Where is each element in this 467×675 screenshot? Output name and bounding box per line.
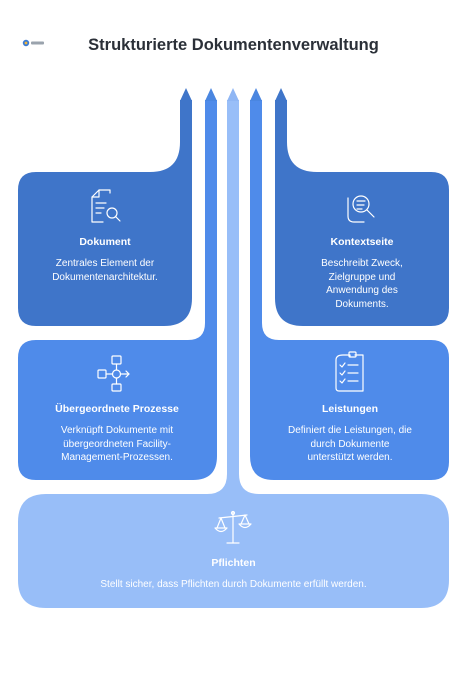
card-prozesse-line: Management-Prozessen. — [61, 452, 173, 463]
card-leistungen-line: Definiert die Leistungen, die — [288, 425, 412, 436]
card-kontextseite-line: Zielgruppe und — [328, 271, 396, 283]
card-prozesse-description: Verknüpft Dokumente mit übergeordneten F… — [22, 424, 212, 465]
card-dokument-line: Dokumentenarchitektur. — [52, 271, 158, 283]
card-leistungen-line: unterstützt werden. — [307, 452, 393, 463]
arrow-head-4 — [250, 88, 262, 101]
dokument-branch — [18, 88, 192, 326]
kontextseite-card — [275, 100, 449, 326]
card-kontextseite-line: Anwendung des — [326, 285, 398, 296]
pflichten-branch — [18, 88, 449, 608]
magnifier-document-icon — [347, 195, 375, 223]
arrow-head-5 — [275, 88, 287, 101]
page-title: Strukturierte Dokumentenverwaltung — [88, 36, 379, 54]
card-pflichten-title: Pflichten — [211, 557, 256, 569]
scales-icon — [214, 510, 252, 544]
prozesse-card — [18, 100, 217, 480]
card-prozesse-line: Verknüpft Dokumente mit — [60, 425, 174, 436]
brand-logo — [22, 39, 44, 47]
leistungen-card — [250, 100, 449, 480]
card-kontextseite-line: Beschreibt Zweck, — [321, 258, 403, 269]
card-leistungen-text: Leistungen Definiert die Leistungen, die… — [255, 402, 445, 465]
card-dokument-description: Zentrales Element der Dokumentenarchitek… — [22, 257, 188, 284]
card-kontextseite-description: Beschreibt Zweck, Zielgruppe und Anwendu… — [279, 257, 445, 311]
card-prozesse-line: übergeordneten Facility- — [63, 438, 171, 450]
leistungen-branch — [250, 88, 449, 480]
kontextseite-branch — [275, 88, 449, 326]
arrow-head-3 — [227, 88, 239, 101]
card-leistungen-line: durch Dokumente — [310, 438, 390, 450]
card-kontextseite-text: Kontextseite Beschreibt Zweck, Zielgrupp… — [279, 235, 445, 311]
card-leistungen-title: Leistungen — [321, 403, 378, 415]
arrow-head-1 — [180, 88, 192, 101]
pflichten-card — [18, 100, 449, 608]
card-dokument-line: Zentrales Element der — [55, 258, 155, 269]
arrow-head-2 — [205, 88, 217, 101]
card-kontextseite-title: Kontextseite — [330, 236, 394, 248]
card-prozesse-text: Übergeordnete Prozesse Verknüpft Dokumen… — [22, 402, 212, 465]
card-pflichten-text: Pflichten Stellt sicher, dass Pflichten … — [22, 556, 445, 592]
checklist-icon — [335, 351, 364, 392]
prozesse-branch — [18, 88, 217, 480]
document-search-icon — [91, 189, 121, 223]
card-leistungen-description: Definiert die Leistungen, die durch Doku… — [255, 424, 445, 465]
card-dokument-title: Dokument — [79, 236, 131, 248]
card-dokument-text: Dokument Zentrales Element der Dokumente… — [22, 235, 188, 284]
card-pflichten-description: Stellt sicher, dass Pflichten durch Doku… — [22, 578, 445, 592]
card-prozesse-title: Übergeordnete Prozesse — [55, 403, 179, 415]
card-kontextseite-line: Dokuments. — [335, 298, 389, 310]
process-flow-icon — [97, 355, 130, 392]
card-pflichten-line: Stellt sicher, dass Pflichten durch Doku… — [100, 579, 367, 590]
dokument-card — [18, 100, 192, 326]
